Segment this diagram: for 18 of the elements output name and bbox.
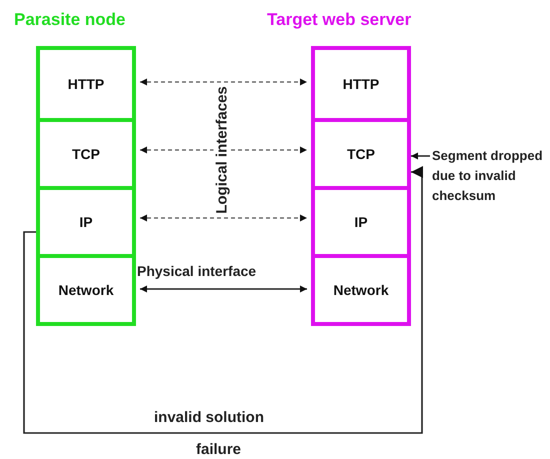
layer-name: Network [58,282,114,298]
arrow [23,166,423,434]
layer-name: Network [333,282,389,298]
leader-arrow [411,152,430,160]
stack-title: Target web server [267,10,412,30]
layer-name: HTTP [68,76,104,92]
arrow [140,286,307,292]
stack-title: Parasite node [14,10,126,30]
layer-name: TCP [72,146,100,162]
arrow [140,78,307,86]
layer-name: HTTP [342,76,380,92]
annotation-text: Segment dropped due to invalid checksum [432,146,548,206]
layer-name: TCP [347,146,375,162]
layer-name: IP [79,214,93,230]
arrow [140,214,307,222]
layer-name: IP [354,214,368,230]
edge-label: Physical interface [136,263,258,279]
arrow [140,146,307,154]
